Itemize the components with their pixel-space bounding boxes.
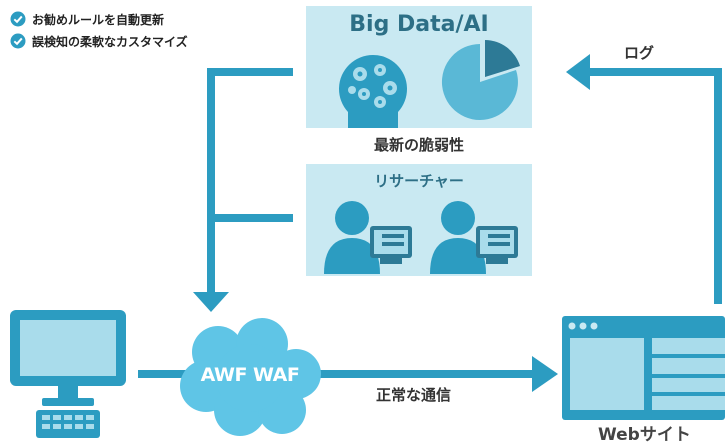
- cloud-icon: [180, 318, 321, 436]
- ai-brain-icon: [339, 55, 407, 128]
- check-circle-icon: [10, 11, 26, 27]
- researcher-person-icon: [430, 201, 518, 274]
- feature-label: 誤検知の柔軟なカスタマイズ: [32, 34, 188, 49]
- researcher-person-icon: [324, 201, 412, 274]
- feature-item: 誤検知の柔軟なカスタマイズ: [10, 30, 188, 52]
- traffic-label: 正常な通信: [376, 386, 452, 404]
- website-label: Webサイト: [598, 425, 691, 445]
- client-computer-icon: [10, 310, 126, 438]
- researcher-box: リサーチャー: [306, 164, 532, 276]
- pie-chart-icon: [441, 40, 520, 120]
- bigdata-box: Big Data/AI: [306, 6, 532, 128]
- bigdata-title: Big Data/AI: [349, 12, 489, 37]
- waf-label: AWF WAF: [200, 364, 300, 386]
- feature-list: お勧めルールを自動更新 誤検知の柔軟なカスタマイズ: [10, 8, 188, 52]
- feature-label: お勧めルールを自動更新: [32, 12, 165, 27]
- check-circle-icon: [10, 33, 26, 49]
- waf-cloud: AWF WAF: [178, 318, 322, 438]
- feature-item: お勧めルールを自動更新: [10, 8, 188, 30]
- website-browser-icon: [562, 316, 725, 420]
- log-label: ログ: [624, 44, 655, 62]
- bigdata-caption: 最新の脆弱性: [373, 136, 464, 154]
- researcher-title: リサーチャー: [374, 172, 464, 190]
